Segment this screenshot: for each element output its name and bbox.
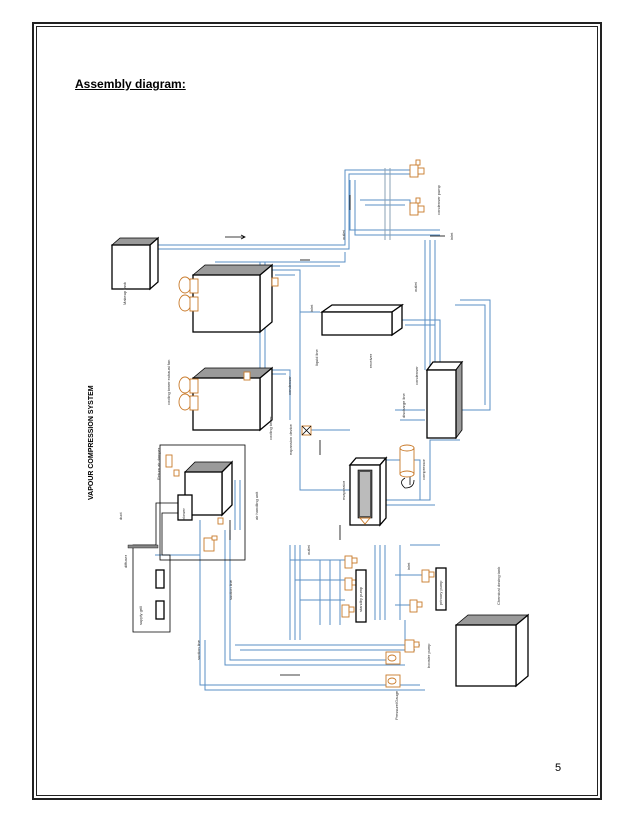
condenser-pump-group (409, 159, 425, 216)
label-inlet-top: inlet (309, 304, 314, 312)
evaporator (348, 456, 388, 527)
page-border-inner (36, 26, 598, 796)
label-suction-line: suction line (228, 579, 233, 600)
label-discharge-line: discharge line (401, 393, 406, 418)
diagram-title: VAPOUR COMPRESSION SYSTEM (88, 385, 95, 500)
label-supply-grill: supply grill (138, 606, 143, 625)
cooling-tower-lower (178, 366, 274, 432)
supply-duct (127, 502, 178, 633)
receiver (319, 303, 405, 337)
label-blower: blower (181, 508, 186, 520)
label-condenser: condenser (414, 366, 419, 385)
label-return-air-damper: Return air damper (156, 447, 161, 480)
expansion-device (301, 425, 312, 436)
label-diffuser: diffuser (123, 554, 128, 568)
label-pressure-gauge: Pressure/Gauge (394, 690, 399, 720)
label-condenser-outlet: condenser (287, 376, 292, 395)
chemical-dosing-tank (454, 613, 530, 688)
pipe-network (150, 168, 491, 691)
air-handling-unit (159, 444, 246, 561)
label-chemical-dosing-tank: Chemical dosing tank (496, 567, 501, 605)
page-number: 5 (555, 762, 562, 774)
label-cooling-tower-fan: cooling tower exhaust fan (166, 360, 171, 405)
label-duct: duct (118, 512, 123, 520)
label-liquid-line: liquid line (314, 349, 319, 366)
label-compressor: compressor (421, 458, 426, 480)
page-border (32, 22, 602, 800)
makeup-tank (110, 236, 160, 291)
label-receiver: receiver (368, 353, 373, 368)
label-expansion-device: expansion device (288, 423, 293, 455)
booster-pump (385, 639, 420, 688)
label-evaporator: evaporator (341, 480, 346, 500)
page-heading: Assembly diagram: (75, 77, 186, 91)
label-cooling-tower: cooling tower (268, 416, 273, 440)
pump-group-lower (341, 555, 447, 623)
label-outlet-low: outlet (306, 544, 311, 555)
label-outlet-mid: outlet (413, 281, 418, 292)
label-outlet-top: outlet (341, 229, 346, 240)
cooling-tower-upper (178, 263, 279, 334)
compressor (399, 444, 415, 489)
label-inlet-right: inlet (449, 232, 454, 240)
condenser (425, 360, 464, 440)
label-air-handling-unit: air handling unit (254, 491, 259, 520)
label-makeup-tank: Makeup tank (122, 282, 127, 305)
label-condenser-pump: condenser pump (436, 184, 441, 215)
label-standby-pump: standby pump (358, 586, 363, 612)
label-inlet-low: inlet (406, 562, 411, 570)
label-booster-pump: booster pump (426, 643, 431, 668)
label-primary-pump: primary pump (438, 580, 443, 605)
label-suction-line-low: suction line (196, 639, 201, 660)
